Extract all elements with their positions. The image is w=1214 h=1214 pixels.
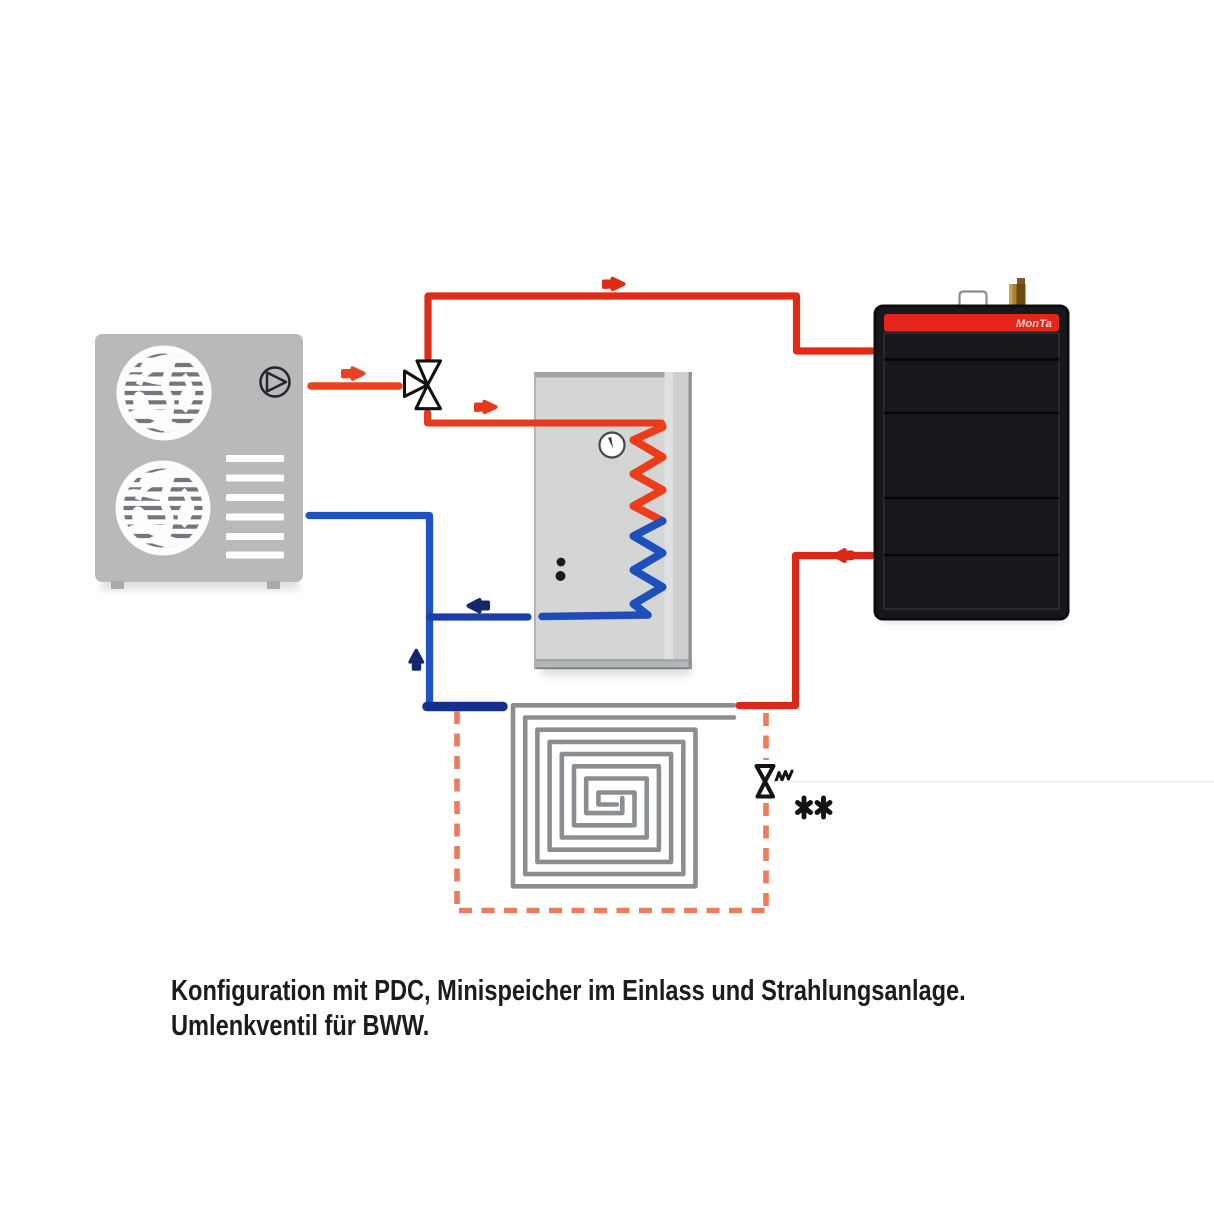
svg-text:Konfiguration mit PDC, Minispe: Konfiguration mit PDC, Minispeicher im E… [171, 974, 966, 1007]
svg-text:MonTa: MonTa [1016, 318, 1052, 330]
svg-text:Umlenkventil für BWW.: Umlenkventil für BWW. [171, 1009, 429, 1042]
